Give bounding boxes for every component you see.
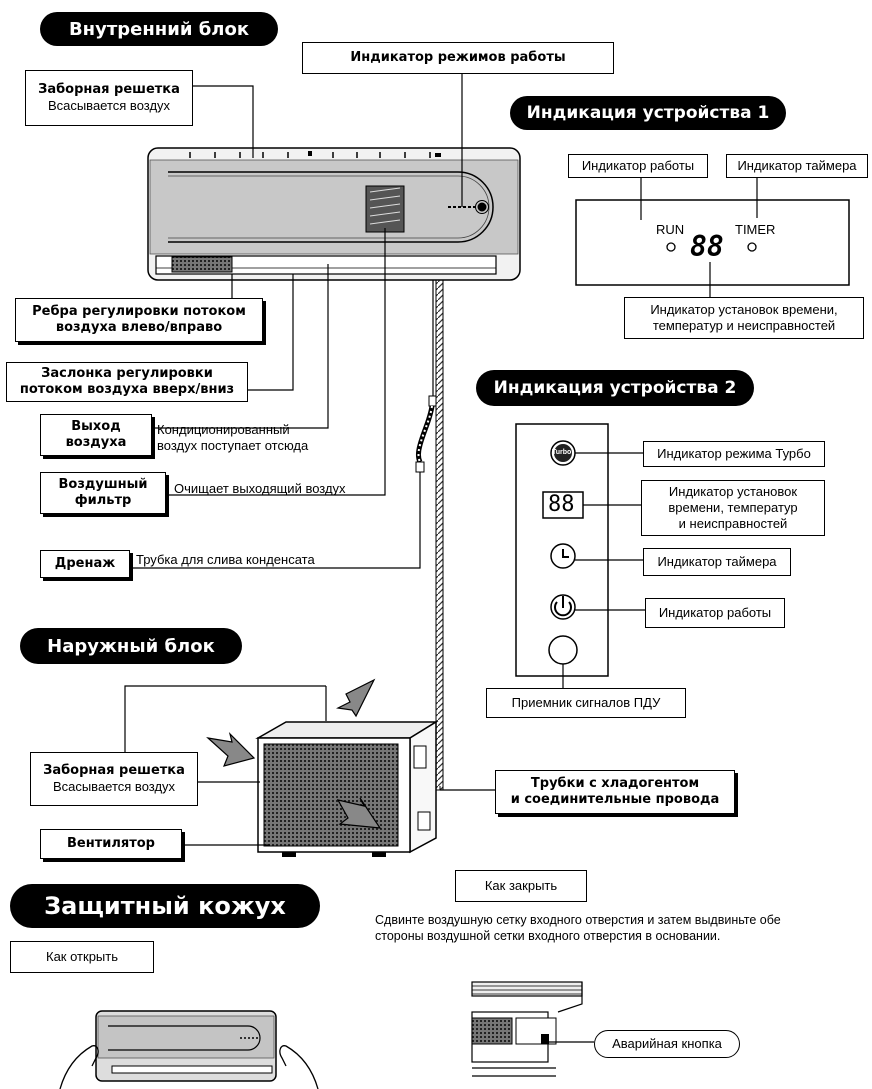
how-to-open-label: Как открыть: [10, 941, 154, 973]
display1-settings-label: Индикатор установок времени, температур …: [624, 297, 864, 339]
refrigerant-pipes-label: Трубки с хладогентом и соединительные пр…: [495, 770, 735, 814]
fan-text: Вентилятор: [67, 836, 155, 851]
display2-digits: 88: [548, 492, 575, 517]
display1-timer-text: TIMER: [735, 222, 776, 237]
outdoor-leader-lines: [124, 685, 495, 846]
intake-grille-text: Всасывается воздух: [47, 98, 171, 113]
emergency-button-label: Аварийная кнопка: [594, 1030, 740, 1058]
emergency-button-text: Аварийная кнопка: [612, 1036, 722, 1051]
air-filter-label: Воздушный фильтр: [40, 472, 166, 514]
display2-timer-text: Индикатор таймера: [657, 554, 777, 569]
outdoor-intake-text: Всасывается воздух: [52, 779, 176, 794]
remote-receiver-label: Приемник сигналов ПДУ: [486, 688, 686, 718]
air-filter-line1: Воздушный: [58, 477, 148, 492]
outdoor-unit-drawing: [206, 678, 439, 857]
drain-label: Дренаж: [40, 550, 130, 578]
turbo-indicator-text: Индикатор режима Турбо: [657, 446, 811, 461]
air-outlet-text2: воздух поступает отсюда: [157, 438, 309, 453]
drain-pipe-drawing: [415, 279, 444, 791]
air-filter-line2: фильтр: [74, 493, 132, 508]
lr-fins-line1: Ребра регулировки потоком: [32, 304, 246, 319]
drain-text: Трубка для слива конденсата: [136, 552, 315, 567]
refrigerant-pipes-line2: и соединительные провода: [510, 792, 720, 807]
display2-timer-label: Индикатор таймера: [643, 548, 791, 576]
outdoor-unit-header: Наружный блок: [20, 628, 242, 664]
display2-run-label: Индикатор работы: [645, 598, 785, 628]
filter-drawing: [365, 185, 405, 233]
close-instruction-line2: стороны воздушной сетки входного отверст…: [375, 929, 721, 943]
display1-digits: 88: [690, 230, 724, 263]
turbo-icon-text: Turbo: [552, 449, 572, 456]
display2-header: Индикация устройства 2: [476, 370, 754, 406]
refrigerant-pipes-line1: Трубки с хладогентом: [530, 776, 700, 791]
display1-timer-indicator-label: Индикатор таймера: [726, 154, 868, 178]
drain-title: Дренаж: [54, 556, 116, 571]
air-outlet-label: Выход воздуха: [40, 414, 152, 456]
display1-run-text: RUN: [656, 222, 685, 237]
mode-indicator-label: Индикатор режимов работы: [302, 42, 614, 74]
air-filter-text: Очищает выходящий воздух: [174, 481, 346, 496]
outdoor-intake-title: Заборная решетка: [43, 763, 185, 778]
outdoor-intake-label: Заборная решетка Всасывается воздух: [30, 752, 198, 806]
display2-drawing: [515, 423, 645, 688]
display1-drawing: [575, 178, 850, 297]
display1-header: Индикация устройства 1: [510, 96, 786, 130]
how-to-close-text: Как закрыть: [484, 878, 558, 893]
air-outlet-text1: Кондиционированный: [157, 422, 290, 437]
close-instruction-line1: Сдвинте воздушную сетку входного отверст…: [375, 913, 781, 927]
lr-fins-label: Ребра регулировки потоком воздуха влево/…: [15, 298, 263, 342]
air-outlet-line2: воздуха: [65, 435, 127, 450]
protective-cover-header: Защитный кожух: [10, 884, 320, 928]
display1-run-indicator-label: Индикатор работы: [568, 154, 708, 178]
indoor-unit-header: Внутренний блок: [40, 12, 278, 46]
display1-timer-indicator-text: Индикатор таймера: [737, 158, 857, 173]
display2-settings-label: Индикатор установок времени, температур …: [641, 480, 825, 536]
turbo-indicator-label: Индикатор режима Турбо: [643, 441, 825, 467]
lr-fins-line2: воздуха влево/вправо: [55, 320, 223, 335]
indoor-unit-drawing: [147, 147, 521, 281]
display1-run-indicator-text: Индикатор работы: [581, 158, 695, 173]
intake-grille-label: Заборная решетка Всасывается воздух: [25, 70, 193, 126]
mode-indicator-text: Индикатор режимов работы: [350, 50, 566, 65]
indoor-leader-lines: [130, 73, 463, 569]
flap-line1: Заслонка регулировки: [41, 366, 213, 381]
remote-receiver-text: Приемник сигналов ПДУ: [511, 695, 661, 710]
flap-line2: потоком воздуха вверх/вниз: [19, 382, 235, 397]
open-cover-drawing: [59, 1010, 319, 1089]
display1-settings-line1: Индикатор установок времени,: [650, 302, 838, 317]
how-to-open-text: Как открыть: [46, 949, 118, 964]
flap-label: Заслонка регулировки потоком воздуха вве…: [6, 362, 248, 402]
close-cover-drawing: [471, 981, 594, 1077]
intake-grille-title: Заборная решетка: [38, 82, 180, 97]
fan-label: Вентилятор: [40, 829, 182, 859]
display2-run-text: Индикатор работы: [658, 605, 772, 620]
display2-settings-line3: и неисправностей: [678, 516, 788, 531]
how-to-close-label: Как закрыть: [455, 870, 587, 902]
air-outlet-line1: Выход: [71, 419, 121, 434]
display1-settings-line2: температур и неисправностей: [652, 318, 836, 333]
display2-settings-line1: Индикатор установок: [668, 484, 798, 499]
display2-settings-line2: времени, температур: [668, 500, 798, 515]
